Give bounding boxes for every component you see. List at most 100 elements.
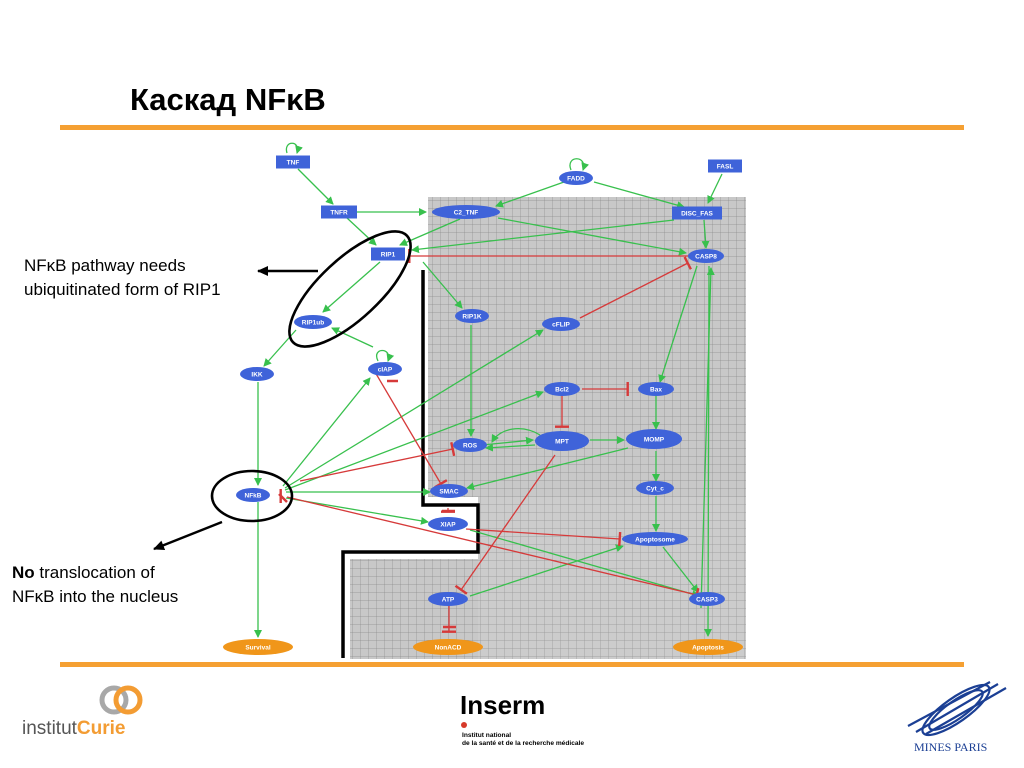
node-shape bbox=[673, 639, 743, 655]
institut-curie-logo: institutCurie bbox=[22, 684, 162, 744]
node-label: cIAP bbox=[378, 366, 393, 373]
node-shape bbox=[622, 532, 688, 546]
node-label: Bcl2 bbox=[555, 386, 569, 393]
curie-strong: Curie bbox=[76, 718, 126, 739]
inserm-tagline-line2: de la santé et de la recherche médicale bbox=[462, 740, 585, 747]
node-nonacd: NonACD bbox=[413, 639, 483, 655]
node-shape bbox=[544, 382, 580, 396]
compartment-boundary bbox=[341, 270, 480, 658]
node-shape bbox=[294, 315, 332, 329]
nfkb-highlight-ellipse bbox=[210, 469, 294, 523]
node-label: Cyt_c bbox=[646, 485, 664, 492]
activation-edges bbox=[254, 168, 723, 638]
curie-wordmark: institutCurie bbox=[22, 718, 126, 740]
callout-circles bbox=[210, 230, 412, 523]
footer-rule bbox=[60, 662, 964, 667]
rip1-highlight-ellipse bbox=[288, 230, 412, 348]
rip1-callout-line1: NFκB pathway needs bbox=[24, 256, 186, 275]
node-shape bbox=[430, 484, 468, 498]
inserm-tagline: Institut national de la santé et de la r… bbox=[462, 732, 584, 748]
node-rip1ub: RIP1ub bbox=[294, 315, 332, 329]
node-label: NFkB bbox=[245, 492, 262, 499]
node-shape bbox=[428, 517, 468, 531]
rip1-callout-line2: ubiquitinated form of RIP1 bbox=[24, 280, 221, 299]
mines-swirl-icon bbox=[907, 681, 1007, 737]
node-apoptosome: Apoptosome bbox=[622, 532, 688, 546]
node-shape bbox=[453, 438, 487, 452]
node-shape bbox=[688, 249, 724, 263]
node-casp3: CASP3 bbox=[689, 592, 725, 606]
node-atp: ATP bbox=[428, 592, 468, 606]
node-label: TNFR bbox=[330, 209, 348, 216]
node-label: Bax bbox=[650, 386, 662, 393]
node-cflip: cFLIP bbox=[542, 317, 580, 331]
node-shape bbox=[368, 362, 402, 376]
node-shape bbox=[535, 431, 589, 451]
node-shape bbox=[371, 247, 405, 261]
node-label: CASP8 bbox=[695, 253, 717, 260]
callout-arrows bbox=[153, 266, 318, 551]
node-shape bbox=[708, 159, 742, 173]
nfkb-callout: No translocation of NFκB into the nucleu… bbox=[12, 561, 178, 609]
node-label: FADD bbox=[567, 175, 585, 182]
node-shape bbox=[689, 592, 725, 606]
node-shape bbox=[638, 382, 674, 396]
inserm-tagline-line1: Institut national bbox=[462, 732, 512, 739]
nfkb-callout-line1: No translocation of bbox=[12, 561, 178, 585]
node-disc-fas: DISC_FAS bbox=[672, 206, 722, 220]
nfkb-callout-bold: No bbox=[12, 563, 35, 582]
inserm-dot-icon bbox=[461, 722, 467, 728]
self-loops bbox=[285, 142, 590, 443]
node-label: Apoptosome bbox=[635, 536, 675, 543]
node-label: MPT bbox=[555, 438, 569, 445]
inserm-wordmark: Inserm bbox=[460, 690, 546, 720]
node-label: FASL bbox=[717, 163, 734, 170]
nfkb-callout-line2: NFκB into the nucleus bbox=[12, 587, 179, 606]
node-label: SMAC bbox=[439, 488, 458, 495]
node-label: ATP bbox=[442, 596, 455, 603]
grid-region bbox=[350, 197, 746, 659]
node-shape bbox=[559, 171, 593, 185]
node-mpt: MPT bbox=[535, 431, 589, 451]
mines-paris-logo: MINES PARIS bbox=[898, 680, 1013, 758]
node-ciap: cIAP bbox=[368, 362, 402, 376]
node-ros: ROS bbox=[453, 438, 487, 452]
node-label: XIAP bbox=[440, 521, 456, 528]
node-label: RIP1 bbox=[381, 251, 396, 258]
node-label: cFLIP bbox=[552, 321, 570, 328]
node-shape bbox=[276, 155, 310, 169]
node-survival: Survival bbox=[223, 639, 293, 655]
node-label: Apoptosis bbox=[692, 644, 724, 651]
mines-wordmark: MINES PARIS bbox=[914, 740, 988, 754]
node-shape bbox=[626, 429, 682, 449]
node-c2-tnf: C2_TNF bbox=[432, 205, 500, 219]
node-shape bbox=[223, 639, 293, 655]
node-label: Survival bbox=[245, 644, 270, 651]
node-label: RIP1K bbox=[462, 313, 481, 320]
node-label: TNF bbox=[287, 159, 300, 166]
nfkb-callout-arrow bbox=[153, 520, 223, 551]
node-casp8: CASP8 bbox=[688, 249, 724, 263]
node-shape bbox=[413, 639, 483, 655]
node-xiap: XIAP bbox=[428, 517, 468, 531]
nfkb-callout-line1-rest: translocation of bbox=[34, 563, 155, 582]
node-label: CASP3 bbox=[696, 596, 718, 603]
node-label: RIP1ub bbox=[302, 319, 324, 326]
node-ikk: IKK bbox=[240, 367, 274, 381]
inhibition-bar-marks bbox=[278, 379, 456, 629]
node-shape bbox=[321, 205, 357, 219]
slide-title: Каскад NFκB bbox=[130, 82, 326, 117]
node-bcl2: Bcl2 bbox=[544, 382, 580, 396]
node-nfkb: NFkB bbox=[236, 488, 270, 502]
inserm-logo: Inserm Institut national de la santé et … bbox=[458, 690, 628, 752]
node-label: MOMP bbox=[644, 436, 665, 443]
node-fadd: FADD bbox=[559, 171, 593, 185]
node-tnf: TNF bbox=[276, 155, 310, 169]
node-shape bbox=[636, 481, 674, 495]
node-shape bbox=[236, 488, 270, 502]
node-shape bbox=[428, 592, 468, 606]
node-shape bbox=[240, 367, 274, 381]
rip1-callout: NFκB pathway needs ubiquitinated form of… bbox=[24, 254, 221, 302]
node-fasl: FASL bbox=[708, 159, 742, 173]
node-cyt-c: Cyt_c bbox=[636, 481, 674, 495]
